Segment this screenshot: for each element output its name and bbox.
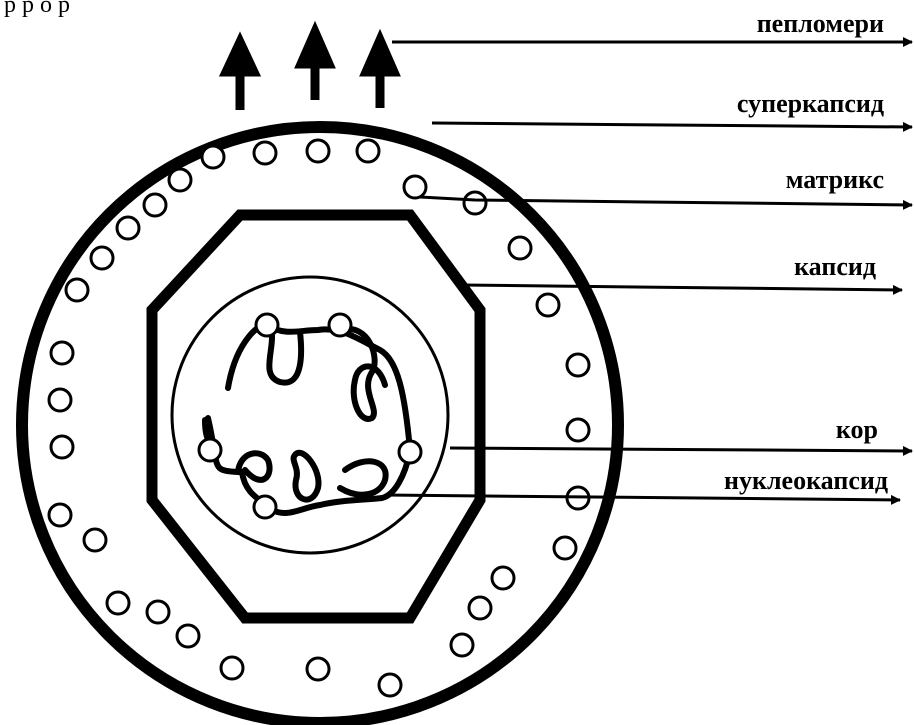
arrow-matrix <box>420 197 912 205</box>
matrix-dot <box>469 597 491 619</box>
matrix-dot <box>144 194 166 216</box>
arrow-capsid <box>462 285 902 290</box>
matrix-dot <box>51 342 73 364</box>
matrix-dot <box>66 279 88 301</box>
matrix-dot <box>107 592 129 614</box>
matrix-dot <box>357 140 379 162</box>
matrix-dot <box>567 354 589 376</box>
matrix-dot <box>84 529 106 551</box>
arrow-core <box>450 448 912 451</box>
matrix-dot <box>307 140 329 162</box>
cropped-top-text: р р о р <box>4 0 70 18</box>
matrix-dot <box>49 504 71 526</box>
label-capsid: капсид <box>794 252 876 281</box>
capsid-octagon <box>152 215 480 618</box>
matrix-dot <box>451 634 473 656</box>
matrix-dot <box>177 625 199 647</box>
arrow-nucleocapsid <box>385 495 900 500</box>
matrix-dot <box>169 169 191 191</box>
matrix-dot <box>91 247 113 269</box>
matrix-dot <box>307 658 329 680</box>
matrix-dot <box>254 142 276 164</box>
nucleic-acid-strand <box>205 325 410 513</box>
matrix-dot <box>117 217 139 239</box>
matrix-dot <box>509 237 531 259</box>
label-matrix: матрикс <box>786 165 884 194</box>
matrix-dot <box>49 389 71 411</box>
matrix-dot <box>51 436 73 458</box>
matrix-dot <box>147 601 169 623</box>
matrix-dot <box>379 674 401 696</box>
peplomer-spikes <box>226 32 394 110</box>
matrix-dot <box>464 192 486 214</box>
matrix-dot <box>554 537 576 559</box>
label-supercapsid: суперкапсид <box>737 89 884 118</box>
arrow-supercapsid <box>432 123 912 127</box>
matrix-dot <box>537 294 559 316</box>
matrix-dot <box>567 419 589 441</box>
matrix-dot <box>221 657 243 679</box>
matrix-dot <box>404 176 426 198</box>
matrix-dot <box>202 146 224 168</box>
core-protein-dots <box>199 314 421 518</box>
label-peplomers: пепломери <box>757 9 884 38</box>
matrix-dot <box>492 567 514 589</box>
label-nucleocapsid: нуклеокапсид <box>724 466 888 495</box>
label-core: кор <box>836 415 878 444</box>
